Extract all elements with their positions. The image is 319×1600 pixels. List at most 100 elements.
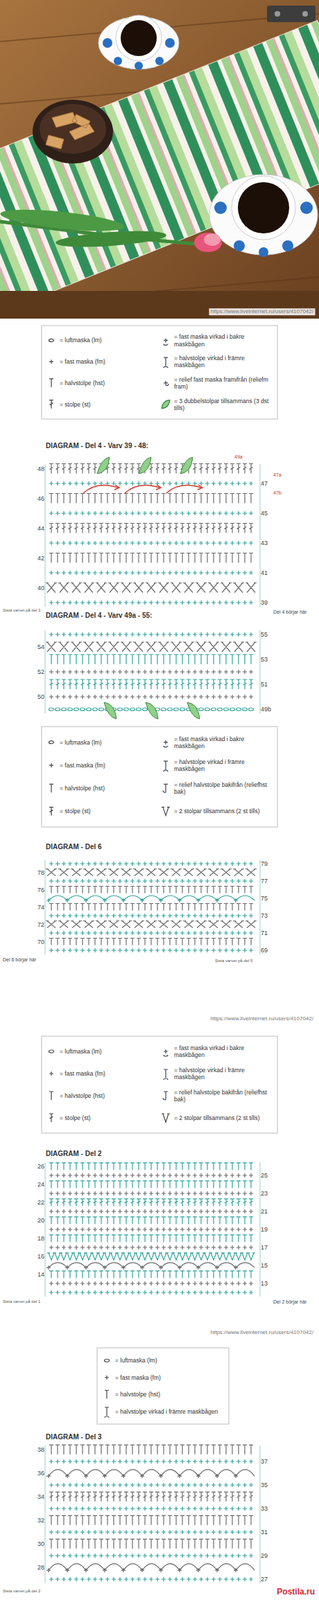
photo-part bbox=[102, 38, 113, 48]
legend-text: = stolpe (st) bbox=[59, 401, 155, 409]
stitch-symbol bbox=[49, 1072, 54, 1077]
photo-part-part bbox=[0, 20, 319, 315]
stitch-row bbox=[49, 887, 254, 895]
stitch-row bbox=[49, 939, 254, 947]
stitch-symbol bbox=[49, 764, 54, 769]
row-edge bbox=[45, 1447, 261, 1586]
row-number: 27 bbox=[260, 1577, 268, 1586]
row-number: 33 bbox=[260, 1506, 268, 1515]
stitch-row bbox=[45, 642, 257, 653]
stitch-row bbox=[49, 1484, 254, 1489]
row-number: 41 bbox=[260, 570, 268, 578]
stitch-symbol bbox=[161, 807, 170, 817]
stitch-row bbox=[49, 481, 254, 487]
stitch-row bbox=[49, 695, 254, 700]
stitch-row bbox=[49, 1218, 254, 1226]
stitch-symbol bbox=[49, 339, 55, 342]
photo-part bbox=[282, 240, 294, 252]
row-mark: 49a bbox=[234, 454, 243, 461]
crochet-chart bbox=[41, 325, 278, 1586]
row-number: 70 bbox=[37, 938, 45, 947]
note: Sista varvet på del 1 bbox=[2, 1300, 41, 1306]
stitch-symbol bbox=[49, 359, 54, 365]
row-number: 23 bbox=[260, 1191, 268, 1200]
photo bbox=[0, 0, 319, 319]
row-number: 77 bbox=[260, 878, 268, 887]
legend-text: = luftmaska (lm) bbox=[115, 1358, 225, 1366]
stitch-row bbox=[49, 1531, 254, 1537]
legend-text: = halvstolpe (hst) bbox=[59, 380, 155, 387]
stitch-row bbox=[49, 904, 254, 912]
photo-part bbox=[274, 11, 281, 17]
row-number: 16 bbox=[37, 1254, 45, 1263]
stitch-row bbox=[49, 680, 254, 691]
stitch-symbol bbox=[104, 1377, 109, 1382]
photo-part bbox=[39, 104, 107, 154]
stitch-row bbox=[49, 862, 254, 867]
watermark: https://www.liveinternet.ru/users/410704… bbox=[208, 308, 315, 316]
note: Del 2 börjar här bbox=[273, 1300, 307, 1307]
row-number: 26 bbox=[37, 1164, 45, 1172]
legend-box bbox=[41, 325, 278, 420]
row-number: 44 bbox=[37, 524, 45, 533]
stitch-row bbox=[49, 1182, 254, 1190]
row-number: 38 bbox=[37, 1447, 45, 1456]
stitch-symbol bbox=[49, 400, 54, 410]
photo-part bbox=[32, 99, 114, 164]
stitch-row bbox=[49, 541, 254, 546]
legend-text: = fast maska (fm) bbox=[115, 1375, 225, 1383]
row-number: 78 bbox=[37, 869, 45, 878]
photo-part bbox=[54, 228, 167, 250]
legend-text: = fast maska (fm) bbox=[59, 762, 155, 770]
row-number: 76 bbox=[37, 886, 45, 895]
legend-text: = halvstolpe (hst) bbox=[59, 1093, 155, 1101]
stitch-row bbox=[49, 511, 254, 516]
stitch-row bbox=[49, 1555, 254, 1560]
row-number: 34 bbox=[37, 1495, 45, 1503]
stitch-row bbox=[49, 1579, 254, 1584]
photo-part bbox=[266, 5, 316, 23]
legend-text: = halvstolpe virkad i främre maskbågen bbox=[174, 355, 274, 369]
stitch-symbol bbox=[163, 1070, 168, 1082]
diagram-title: DIAGRAM - Del 4 - Varv 39 - 48: bbox=[45, 442, 149, 451]
decoration bbox=[83, 457, 203, 720]
photo-part bbox=[237, 182, 290, 234]
stitch-row bbox=[45, 922, 257, 930]
decoration-part bbox=[97, 457, 193, 475]
row-number: 15 bbox=[260, 1263, 268, 1272]
row-number: 40 bbox=[37, 584, 45, 593]
legend-box bbox=[41, 1037, 278, 1135]
photo-part bbox=[0, 14, 319, 315]
stitch-row bbox=[49, 571, 254, 576]
stitch-row bbox=[49, 1174, 254, 1179]
legend-text: = fast maska (fm) bbox=[59, 358, 155, 366]
row-edge bbox=[45, 465, 261, 609]
legend-text: = luftmaska (lm) bbox=[59, 1049, 155, 1057]
stitch-row bbox=[49, 554, 254, 564]
photo-part bbox=[233, 240, 245, 252]
stitch-symbol bbox=[163, 741, 168, 749]
photo-part bbox=[120, 20, 157, 57]
note: Del 4 börjar här bbox=[273, 610, 307, 616]
legend-text: = halvstolpe (hst) bbox=[59, 785, 155, 793]
legend-text: = halvstolpe (hst) bbox=[115, 1392, 225, 1400]
photo-part bbox=[209, 174, 318, 256]
legend-box bbox=[41, 727, 278, 829]
row-mark: 47a bbox=[273, 472, 282, 479]
stitch-symbol bbox=[49, 742, 55, 745]
photo-part bbox=[0, 291, 319, 319]
photo-part bbox=[214, 201, 227, 215]
note: Del 6 börjar här bbox=[2, 958, 37, 964]
stitch-symbol bbox=[49, 807, 54, 817]
photo-part bbox=[98, 16, 179, 70]
photo-part bbox=[194, 233, 222, 253]
legend-text: = fast maska virkad i bakre maskbågen bbox=[174, 333, 274, 348]
photo-part bbox=[0, 205, 126, 236]
row-number: 55 bbox=[260, 631, 268, 640]
legend-box bbox=[97, 1349, 229, 1426]
row-edge bbox=[45, 1163, 261, 1299]
stitch-symbol bbox=[104, 1391, 109, 1401]
diagram-title: DIAGRAM - Del 4 - Varv 49a - 55: bbox=[45, 612, 152, 621]
stitch-row bbox=[49, 494, 254, 505]
diagram-title: DIAGRAM - Del 2 bbox=[45, 1151, 102, 1160]
